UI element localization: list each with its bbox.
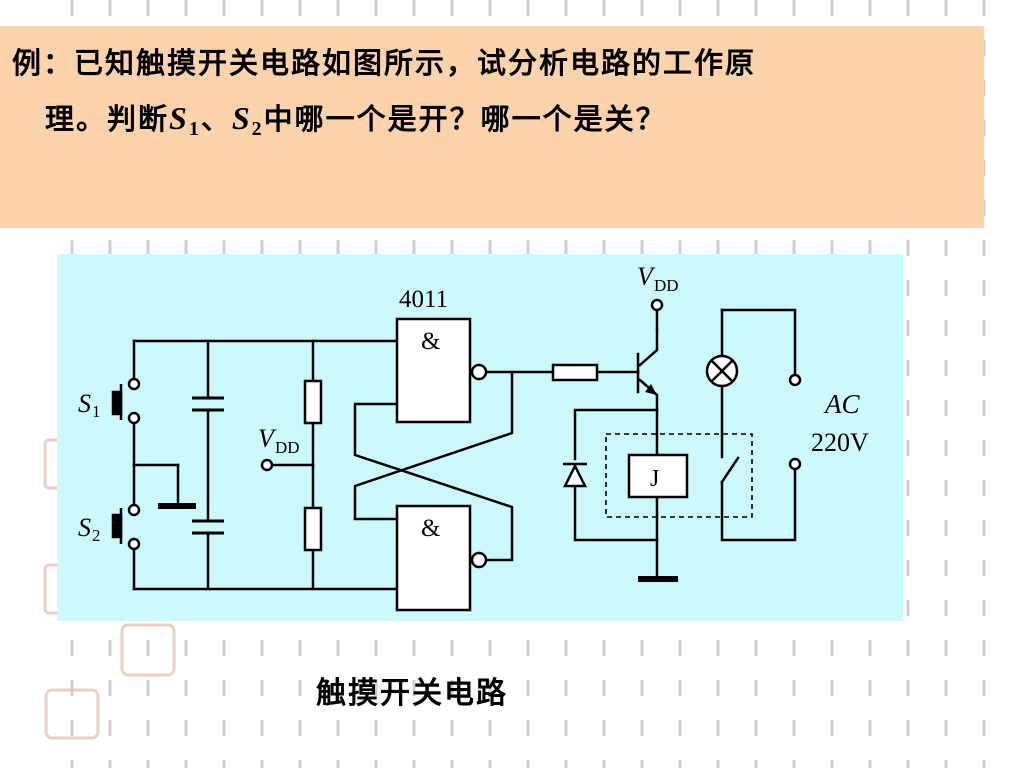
vdd-mid-terminal xyxy=(260,458,274,472)
capacitor-top xyxy=(192,396,224,412)
capacitor-bottom xyxy=(192,519,224,535)
relay-label: J xyxy=(650,466,659,492)
relay-dashed-box xyxy=(605,433,753,518)
question-s2-sub: 2 xyxy=(251,118,264,140)
chip-label: 4011 xyxy=(399,286,448,313)
question-s1-sub: 1 xyxy=(188,118,201,140)
ac-voltage: 220V xyxy=(811,428,869,457)
vdd-top-sub: DD xyxy=(654,276,679,295)
vdd-mid-letter: V xyxy=(258,424,277,453)
right-ground-bar xyxy=(638,576,678,582)
nand-gate-bottom-bubble xyxy=(470,551,488,569)
vdd-top-terminal xyxy=(650,298,664,312)
ac-terminal-bottom xyxy=(788,457,802,471)
question-separator: 、 xyxy=(200,102,232,136)
question-line2-prefix: 理。判断 xyxy=(45,102,170,136)
transistor-arrow-icon xyxy=(645,384,657,395)
question-panel: 例：已知触摸开关电路如图所示，试分析电路的工作原 理。判断S1、S2中哪一个是开… xyxy=(0,26,984,228)
s1-touch-switch xyxy=(111,377,141,425)
s2-sub: 2 xyxy=(92,526,101,545)
s2-letter: S xyxy=(78,513,91,542)
question-line-1: 例：已知触摸开关电路如图所示，试分析电路的工作原 xyxy=(12,46,757,80)
resistor-top xyxy=(303,379,323,425)
question-line2-suffix: 中哪一个是开？哪一个是关？ xyxy=(263,102,667,136)
relay-coil xyxy=(627,453,689,499)
left-ground-bar xyxy=(158,503,196,509)
vdd-mid-sub: DD xyxy=(275,438,300,457)
gate-symbol-top: & xyxy=(421,328,440,355)
question-s2-letter: S xyxy=(231,100,252,136)
gate-symbol-bottom: & xyxy=(421,515,440,542)
question-line-2: 理。判断S1、S2中哪一个是开？哪一个是关？ xyxy=(45,96,667,141)
nand-gate-top xyxy=(395,317,472,424)
s1-sub: 1 xyxy=(92,402,101,421)
vdd-top-letter: V xyxy=(637,262,656,291)
ac-terminal-top xyxy=(788,373,802,387)
diode-icon xyxy=(562,462,588,488)
lamp-icon xyxy=(705,354,739,388)
nand-gate-top-bubble xyxy=(470,363,488,381)
s1-letter: S xyxy=(78,389,91,418)
nand-gate-bottom xyxy=(395,504,472,612)
ac-label: AC xyxy=(823,389,860,419)
question-s1-letter: S xyxy=(169,100,189,136)
resistor-bottom xyxy=(303,506,323,552)
s2-touch-switch xyxy=(111,503,141,551)
diagram-caption: 触摸开关电路 xyxy=(316,676,508,711)
base-resistor xyxy=(551,363,599,382)
